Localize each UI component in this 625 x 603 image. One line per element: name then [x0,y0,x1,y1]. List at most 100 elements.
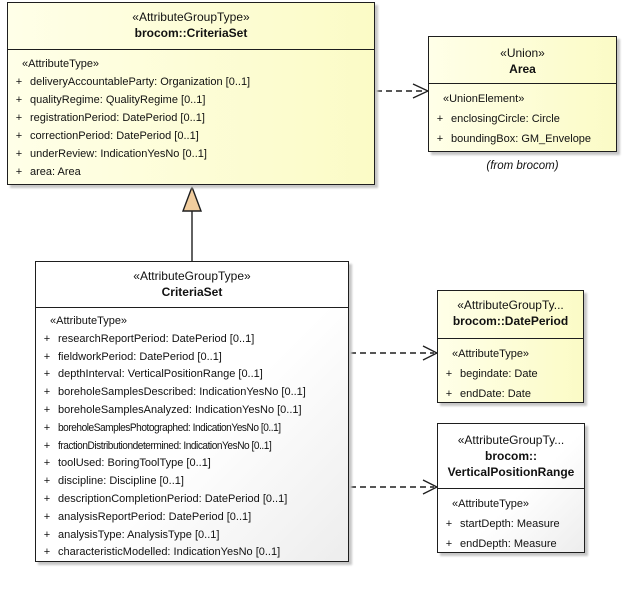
attribute-row: + analysisReportPeriod: DatePeriod [0..1] [36,509,348,527]
attribute-text: endDate: Date [460,388,531,400]
class-header: «AttributeGroupType» CriteriaSet [36,262,348,308]
attribute-text: boundingBox: GM_Envelope [451,133,592,145]
attribute-row: +fieldworkPeriod: DatePeriod [0..1] [36,349,348,367]
visibility-plus: + [445,368,453,380]
origin-note: (from brocom) [486,160,559,172]
attributes-compartment: «UnionElement» +enclosingCircle: Circle … [429,84,616,149]
attribute-text: analysisReportPeriod: DatePeriod [0..1] [58,510,252,523]
attribute-row: + registrationPeriod: DatePeriod [0..1] [8,109,374,127]
attribute-row: + boreholeSamplesPhotographed: Indication… [36,420,348,438]
attribute-text: discipline: Discipline [0..1] [58,475,184,488]
attribute-row: + startDepth: Measure [438,514,584,534]
attribute-row: +fractionDistributiondetermined: Indicat… [36,438,348,456]
attribute-text: fractionDistributiondetermined: Indicati… [58,439,272,452]
compartment-stereotype: «AttributeType» [452,498,530,510]
class-header: «AttributeGroupType» brocom::CriteriaSet [8,3,374,50]
class-stereotype: «AttributeGroupType» [133,269,251,283]
attribute-text: characteristicModelled: IndicationYesNo … [58,546,281,559]
visibility-plus: + [43,403,51,416]
class-name: brocom::CriteriaSet [134,26,248,40]
compartment-stereotype: «AttributeType» [22,58,100,70]
attribute-text: qualityRegime: QualityRegime [0..1] [30,94,206,106]
attribute-text: descriptionCompletionPeriod: DatePeriod … [58,492,288,505]
visibility-plus: + [43,368,51,381]
attribute-text: enclosingCircle: Circle [451,113,560,125]
compartment-stereotype: «AttributeType» [50,315,128,327]
visibility-plus: + [15,112,23,124]
attribute-row: + deliveryAccountableParty: Organization … [8,73,374,91]
attribute-row: + toolUsed: BoringToolType [0..1] [36,455,348,473]
class-area[interactable]: «Union» Area «UnionElement» + enclosingCi… [428,36,617,152]
attribute-row: + analysisType: AnalysisType [0..1] [36,527,348,545]
attribute-row: + underReview: IndicationYesNo [0..1] [8,145,374,163]
attribute-text: endDepth: Measure [460,538,557,550]
attributes-compartment: «AttributeType» + startDepth: Measure + en… [438,489,584,554]
attribute-row: +descriptionCompletionPeriod: DatePeriod… [36,491,348,509]
attribute-text: area: Area [30,166,81,178]
attribute-text: analysisType: AnalysisType [0..1] [58,528,220,541]
class-stereotype: «Union» [500,46,545,60]
visibility-plus: + [445,518,453,530]
visibility-plus: + [436,113,444,125]
class-brocom-dateperiod[interactable]: «AttributeGroupTy... brocom::DatePeriod … [437,290,584,403]
attribute-row: + boreholeSamplesAnalyzed: IndicationYesN… [36,402,348,420]
visibility-plus: + [445,538,453,550]
visibility-plus: + [43,386,51,399]
attribute-text: boreholeSamplesAnalyzed: IndicationYesNo… [58,403,302,416]
class-name: CriteriaSet [161,285,223,299]
attribute-text: deliveryAccountableParty: Organization [… [30,76,251,88]
attribute-text: depthInterval: VerticalPositionRange [0.… [58,368,263,381]
attribute-text: underReview: IndicationYesNo [0..1] [30,148,207,160]
class-header: «AttributeGroupTy... brocom:: VerticalPo… [438,424,584,489]
class-criteriaset[interactable]: «AttributeGroupType» CriteriaSet «Attrib… [35,261,349,562]
attribute-row: + boundingBox: GM_Envelope [429,129,616,149]
attribute-text: registrationPeriod: DatePeriod [0..1] [30,112,205,124]
visibility-plus: + [15,148,23,160]
attribute-text: boreholeSamplesPhotographed: IndicationY… [58,421,281,434]
attribute-row: + characteristicModelled: IndicationYesNo… [36,544,348,562]
attribute-row: + depthInterval: VerticalPositionRange [0… [36,366,348,384]
class-name: Area [509,62,536,76]
attributes-compartment: «AttributeType» + researchReportPeriod: D… [36,308,348,562]
class-name: brocom:: [485,449,537,463]
attribute-row: + enclosingCircle: Circle [429,109,616,129]
visibility-plus: + [43,457,51,470]
visibility-plus: + [43,421,51,434]
visibility-plus: + [15,166,23,178]
attribute-row: + endDate: Date [438,384,583,404]
attribute-text: startDepth: Measure [460,518,560,530]
attribute-row: + discipline: Discipline [0..1] [36,473,348,491]
visibility-plus: + [15,76,23,88]
visibility-plus: + [15,130,23,142]
attribute-text: correctionPeriod: DatePeriod [0..1] [30,130,199,142]
visibility-plus: + [43,528,51,541]
visibility-plus: + [15,94,23,106]
visibility-plus: + [43,546,51,559]
visibility-plus: + [43,332,51,345]
generalization-triangle-icon [181,185,203,212]
attribute-text: boreholeSamplesDescribed: IndicationYesN… [58,386,306,399]
attribute-text: begindate: Date [460,368,538,380]
attribute-row: + area: Area [8,163,374,181]
visibility-plus: + [445,388,453,400]
compartment-stereotype: «UnionElement» [443,93,525,105]
attribute-text: toolUsed: BoringToolType [0..1] [58,457,211,470]
class-brocom-verticalpositionrange[interactable]: «AttributeGroupTy... brocom:: VerticalPo… [437,423,585,553]
class-header: «Union» Area [429,37,616,84]
visibility-plus: + [43,510,51,523]
attribute-row: + boreholeSamplesDescribed: IndicationYes… [36,384,348,402]
visibility-plus: + [436,133,444,145]
visibility-plus: + [43,350,51,363]
class-brocom-criteriaset[interactable]: «AttributeGroupType» brocom::CriteriaSet… [7,2,375,185]
attribute-row: + endDepth: Measure [438,534,584,554]
class-header: «AttributeGroupTy... brocom::DatePeriod [438,291,583,339]
class-stereotype: «AttributeGroupTy... [457,298,564,312]
attribute-row: + correctionPeriod: DatePeriod [0..1] [8,127,374,145]
attribute-row: + qualityRegime: QualityRegime [0..1] [8,91,374,109]
visibility-plus: + [43,475,51,488]
attributes-compartment: «AttributeType» + deliveryAccountablePart… [8,50,374,181]
compartment-stereotype: «AttributeType» [452,348,530,360]
attribute-text: researchReportPeriod: DatePeriod [0..1] [58,332,255,345]
